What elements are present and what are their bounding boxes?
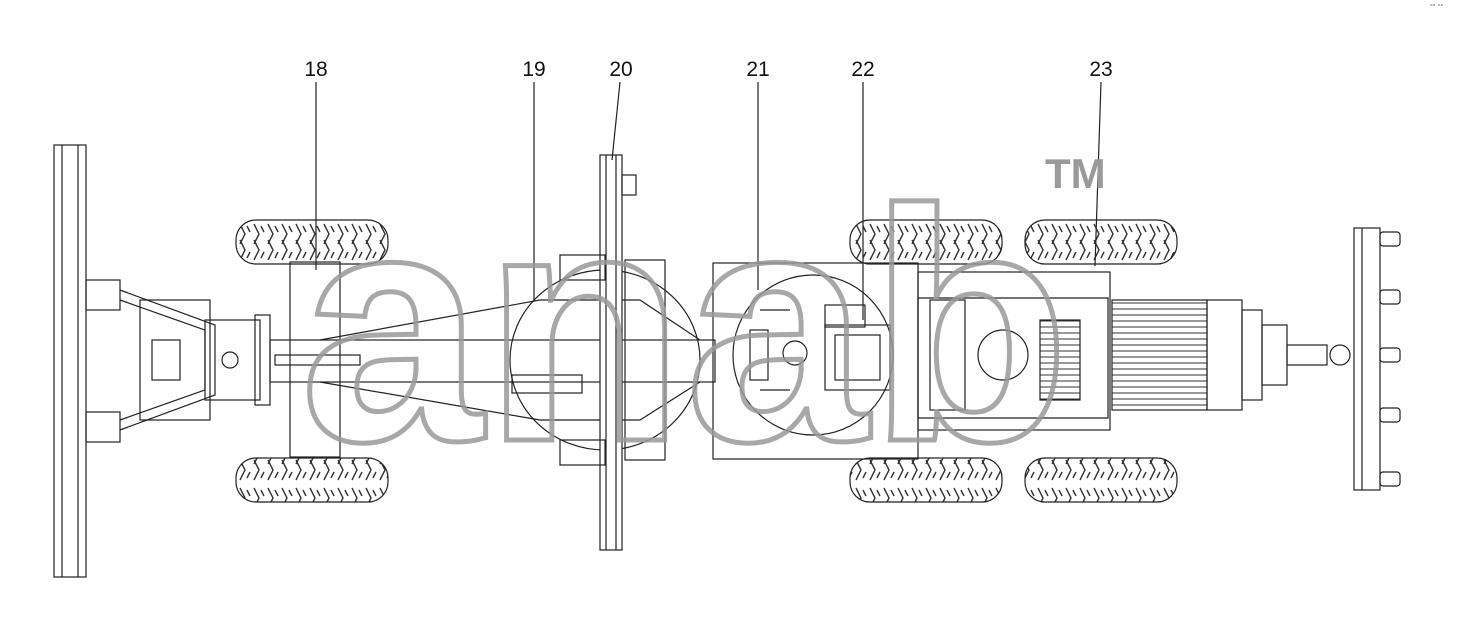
callout-23: 23 <box>1089 58 1113 81</box>
callout-18: 18 <box>304 58 328 81</box>
callout-22: 22 <box>851 58 875 81</box>
push-frame <box>119 289 271 431</box>
callout-21: 21 <box>746 58 770 81</box>
moldboard <box>559 154 666 551</box>
rear-wheel-bottom-2 <box>1024 457 1178 503</box>
callout-leaders <box>315 81 1102 320</box>
watermark: anab <box>298 139 1073 513</box>
rear-wheel-top-1 <box>849 219 1003 265</box>
engine-compartment <box>917 271 1288 431</box>
watermark-trademark: TM <box>1045 150 1106 197</box>
rear-wheel-bottom-1 <box>849 457 1003 503</box>
rear-ripper <box>1286 227 1401 491</box>
front-wheel-top <box>235 219 389 265</box>
rear-wheel-top-2 <box>1024 219 1178 265</box>
callout-20: 20 <box>609 58 633 81</box>
front-wheel-bottom <box>235 457 389 503</box>
front-blade <box>53 144 121 578</box>
corner-mark: °° °° <box>1430 4 1444 11</box>
watermark-text: anab <box>300 141 1070 510</box>
callout-19: 19 <box>522 58 546 81</box>
